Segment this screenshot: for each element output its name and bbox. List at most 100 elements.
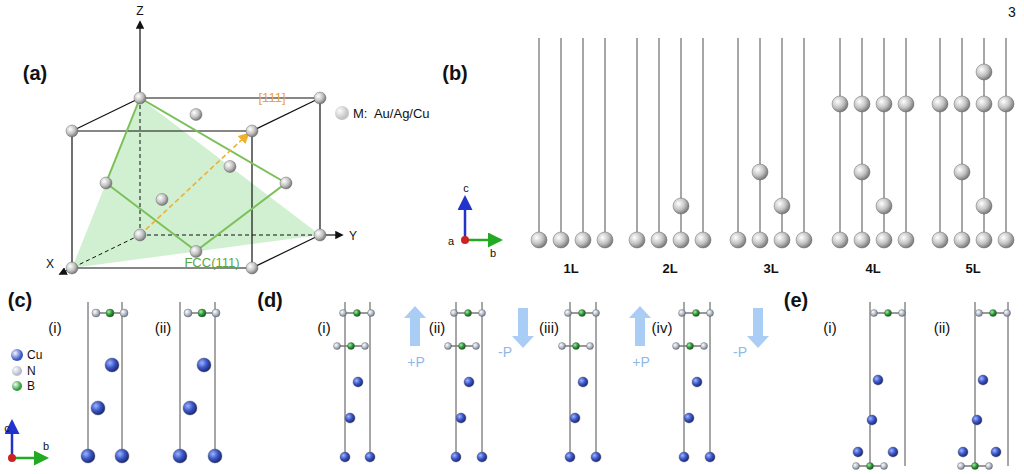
cell-edge [870,302,871,466]
figure-label: 1L [563,262,578,275]
atom [1004,310,1011,317]
polarization-arrow [629,306,651,346]
atom [224,161,236,173]
atom [707,310,714,317]
atom [280,177,292,189]
figure-label: Z [136,5,143,17]
atom [978,375,988,385]
atom [66,125,78,137]
atom [976,198,992,214]
figure-label: (ii) [155,320,172,335]
atom [796,232,812,248]
atom [212,309,220,317]
atom [553,232,569,248]
figure-label: c [463,183,469,194]
figure-label: (d) [257,290,283,310]
legend-swatch [11,349,23,361]
atom [597,232,613,248]
legend-label: Cu [27,349,42,361]
cell-edge [570,302,571,460]
atom [456,413,466,423]
atom [885,310,892,317]
figure-label: (e) [784,290,808,310]
atom [853,447,863,457]
atom [673,198,689,214]
atom [774,232,790,248]
figure-label: -P [733,345,747,359]
atom [954,232,970,248]
atom [134,229,146,241]
atom [876,232,892,248]
figure-label: 5L [965,262,980,275]
atom [348,343,355,350]
atom-layer [66,38,1014,470]
legend-label: B [27,380,35,392]
cell-edge [215,302,216,460]
cell-edge [345,302,346,460]
cell-edge [906,38,907,240]
atom [92,309,100,317]
cell-edge [975,302,976,466]
atom [752,164,768,180]
cell-edge [539,38,540,240]
figure-label: c [4,423,10,434]
figure-label: (b) [442,63,468,83]
legend-label: M: Au/Ag/Cu [353,107,430,120]
cell-edge [482,302,483,460]
atom [184,309,192,317]
figure-label: (iv) [652,320,673,335]
cell-edge [122,302,123,460]
atom [898,232,914,248]
atom [190,109,202,121]
cell-edge [862,38,863,240]
atom [368,310,375,317]
cell-edge [637,38,638,240]
atom [120,309,128,317]
figure-label: 2L [662,262,677,275]
atom [954,164,970,180]
atom [134,92,146,104]
atom [81,449,95,463]
cell-edge [703,38,704,240]
atom [854,232,870,248]
figure-label: -P [498,345,512,359]
atom [832,232,848,248]
atom [593,310,600,317]
atom [679,310,686,317]
atom [66,262,78,274]
atom [362,343,369,350]
atom [353,377,363,387]
cell-edge [710,302,711,460]
atom [183,401,197,415]
atom [208,449,222,463]
atom [570,413,580,423]
atom [531,232,547,248]
cell-edge [659,38,660,240]
legend-swatch [12,381,22,391]
figure-label: (i) [317,320,330,335]
cell-edge [1008,302,1009,466]
atom [451,310,458,317]
atom [464,377,474,387]
atom [479,310,486,317]
axis-triad [8,422,46,462]
atom [565,452,575,462]
cell-edge [596,302,597,460]
atom [972,463,979,470]
cell-edge [561,38,562,240]
figure-label: [111] [259,91,286,104]
atom [565,310,572,317]
atom [573,343,580,350]
atom [867,415,877,425]
atom [867,463,874,470]
figure-label: 3 [1008,5,1016,19]
cell-edge [905,302,906,466]
cell-edge [738,38,739,240]
atom [679,452,689,462]
atom [998,96,1014,112]
atom [100,177,112,189]
polarization-arrow [747,308,769,348]
atom [958,463,965,470]
atom [991,447,1001,457]
atom [340,310,347,317]
